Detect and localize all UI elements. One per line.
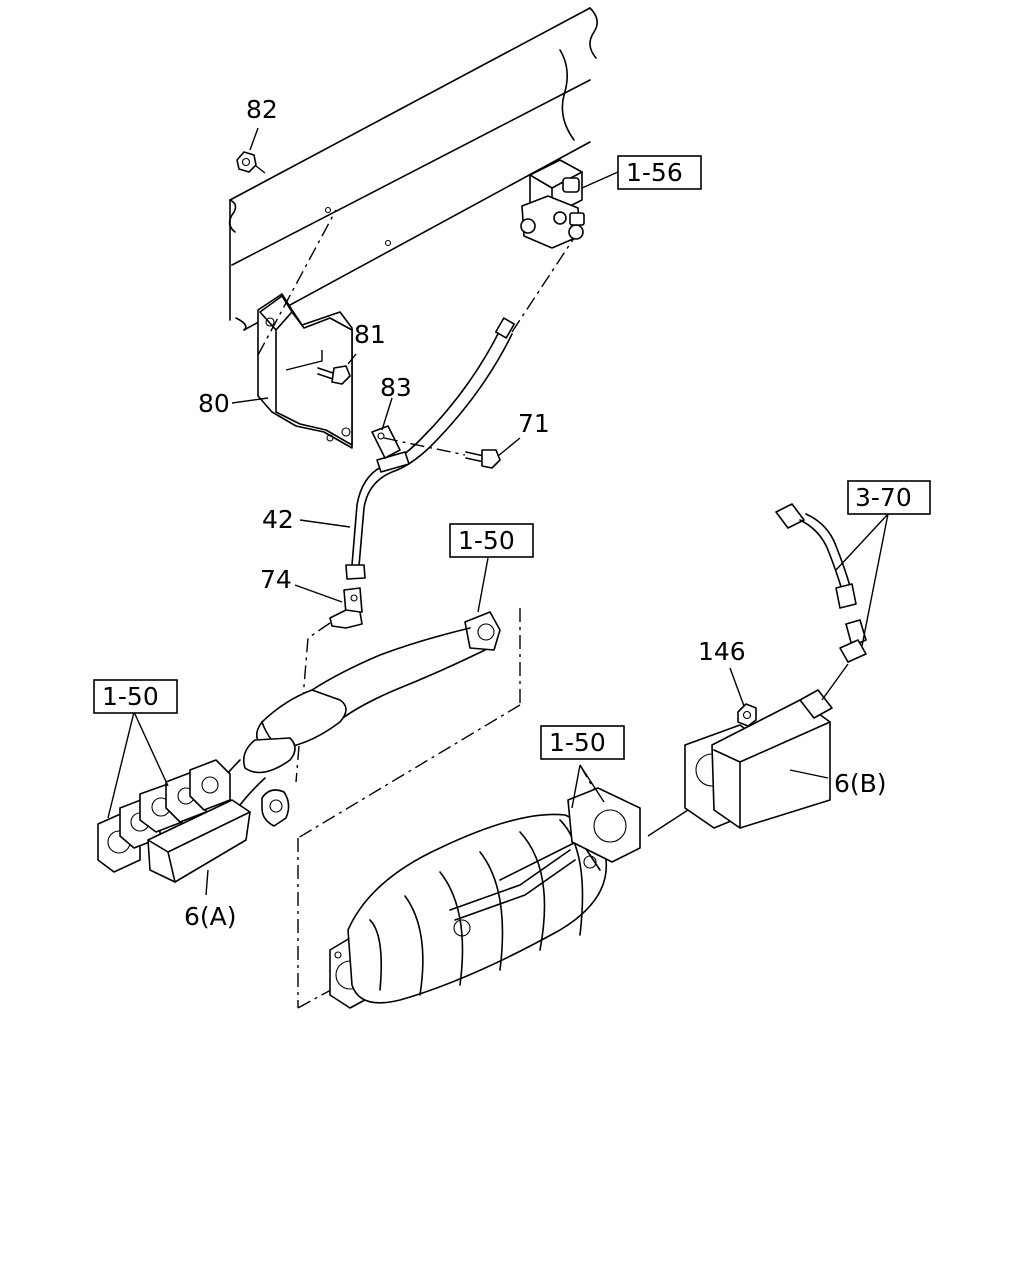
- callout-6a: 6(A): [184, 902, 237, 931]
- ref-box-1-50-left: [93, 679, 178, 714]
- callout-71: 71: [518, 409, 550, 438]
- bolt-81: [285, 350, 357, 385]
- callout-80: 80: [198, 389, 230, 418]
- ref-1-50-dpf: 1-50: [549, 728, 606, 757]
- nut-82: [236, 127, 266, 174]
- bracket-80: [231, 209, 353, 449]
- dashed-group-outline: [297, 557, 601, 1009]
- callout-146: 146: [698, 637, 746, 666]
- callout-42: 42: [262, 505, 294, 534]
- exhaust-elbow-6b: [684, 663, 849, 829]
- valve-assembly: [520, 159, 619, 249]
- gaskets-left: [97, 759, 231, 873]
- ref-1-50-pipe: 1-50: [458, 526, 515, 555]
- clamp-83: [371, 397, 466, 459]
- ref-1-50-left: 1-50: [102, 682, 159, 711]
- ref-box-1-50-dpf: [540, 725, 625, 760]
- callout-83: 83: [380, 373, 412, 402]
- ref-3-70: 3-70: [855, 483, 912, 512]
- pipe-42: [299, 237, 575, 580]
- callout-81: 81: [354, 320, 386, 349]
- front-exhaust-pipe: [214, 611, 501, 806]
- callout-82: 82: [246, 95, 278, 124]
- sensor-3-70: [775, 503, 889, 663]
- leaders-1-50-left: [107, 711, 169, 819]
- ref-box-3-70: [847, 480, 931, 515]
- ref-box-1-50-pipe: [449, 523, 534, 558]
- bolt-71: [465, 437, 521, 469]
- callout-6b: 6(B): [834, 769, 887, 798]
- fitting-74: [294, 584, 363, 783]
- dpf-converter: [329, 764, 689, 1009]
- ref-1-56: 1-56: [626, 158, 683, 187]
- callout-74: 74: [260, 565, 292, 594]
- exhaust-elbow-6a: [147, 789, 290, 896]
- ref-box-1-56: [617, 155, 702, 190]
- nut-146: [729, 667, 757, 727]
